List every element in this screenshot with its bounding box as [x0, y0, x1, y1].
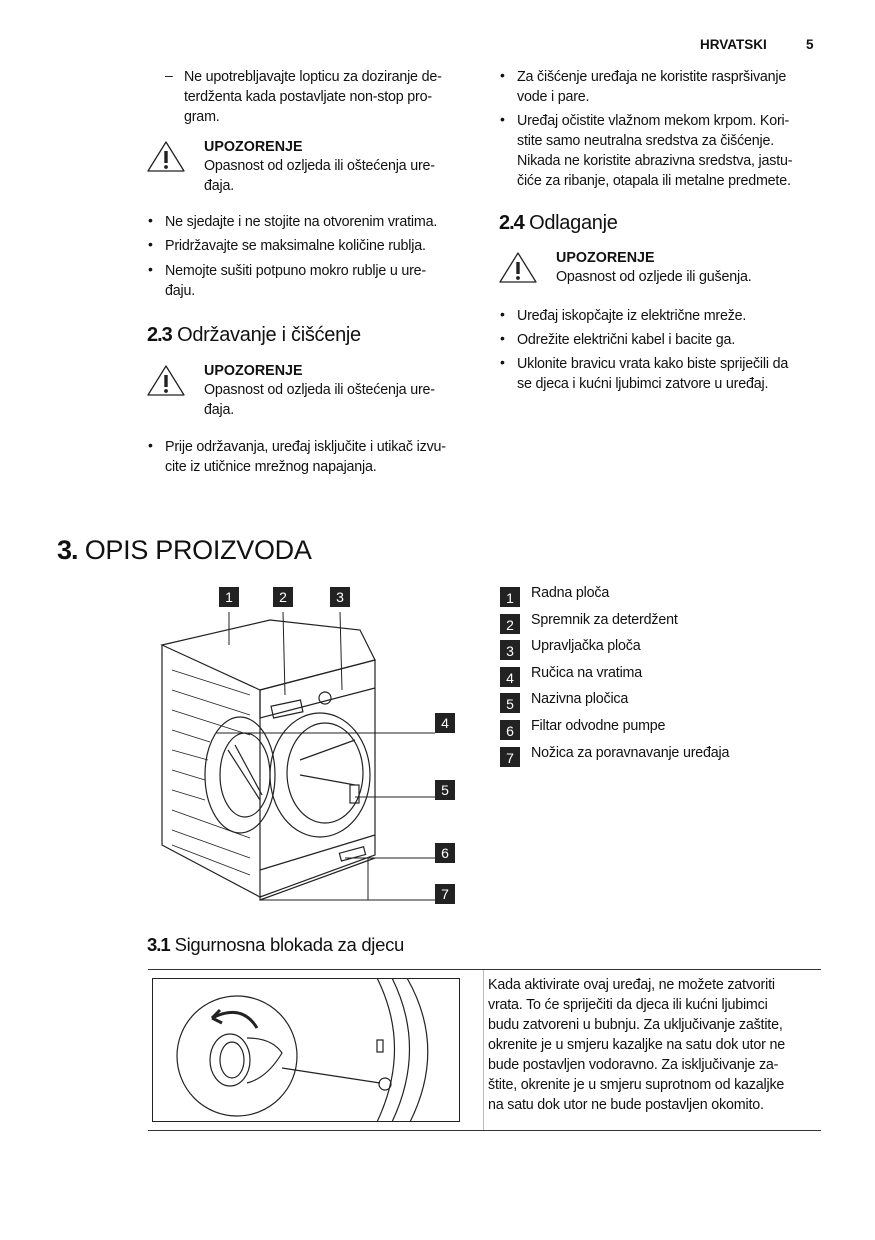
warning-text: Opasnost od ozljede ili gušenja. — [556, 269, 752, 285]
section-heading-2-3: 2.3 Održavanje i čišćenje — [147, 324, 361, 346]
warning-block: UPOZORENJE Opasnost od ozljeda ili ošteć… — [146, 362, 476, 422]
warning-text: Opasnost od ozljeda ili oštećenja ure- đ… — [204, 382, 435, 418]
callout-6: 6 — [435, 843, 455, 863]
warning-block: UPOZORENJE Opasnost od ozljede ili gušen… — [498, 249, 828, 309]
header-language: HRVATSKI — [700, 37, 767, 52]
callout-5: 5 — [435, 780, 455, 800]
section-heading-3: 3. OPIS PROIZVODA — [57, 535, 312, 565]
table-bottom-rule — [148, 1130, 821, 1131]
warning-triangle-icon — [147, 365, 185, 396]
callout-1: 1 — [219, 587, 239, 607]
warning-triangle-icon — [147, 141, 185, 172]
warning-triangle-icon — [499, 252, 537, 283]
warning-title: UPOZORENJE — [204, 139, 303, 155]
child-lock-illustration — [152, 978, 460, 1122]
warning-text: Opasnost od ozljeda ili oštećenja ure- đ… — [204, 158, 435, 194]
warning-block: UPOZORENJE Opasnost od ozljeda ili ošteć… — [146, 138, 476, 198]
callout-4: 4 — [435, 713, 455, 733]
callout-7: 7 — [435, 884, 455, 904]
warning-title: UPOZORENJE — [556, 250, 655, 266]
warning-title: UPOZORENJE — [204, 363, 303, 379]
washing-machine-illustration — [160, 611, 435, 901]
child-lock-description: Kada aktivirate ovaj uređaj, ne možete z… — [488, 977, 785, 1113]
table-divider — [483, 970, 484, 1130]
table-top-rule — [148, 969, 821, 970]
section-heading-2-4: 2.4 Odlaganje — [499, 212, 618, 234]
callout-3: 3 — [330, 587, 350, 607]
callout-2: 2 — [273, 587, 293, 607]
page-number: 5 — [806, 37, 814, 52]
section-heading-3-1: 3.1 Sigurnosna blokada za djecu — [147, 934, 405, 955]
